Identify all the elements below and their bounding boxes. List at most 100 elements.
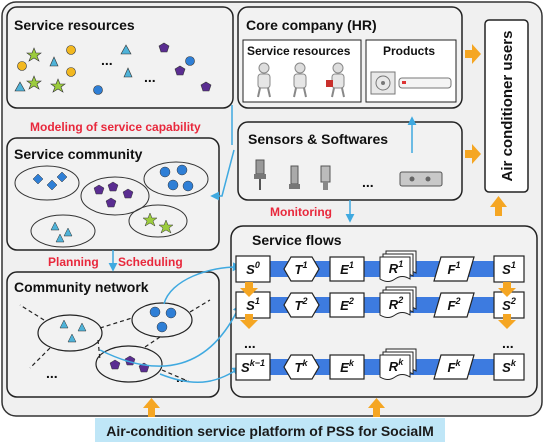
flow-letter: T	[295, 262, 304, 277]
flow-letter: R	[389, 261, 399, 276]
svg-text:E1: E1	[340, 260, 354, 277]
technician-icon	[257, 62, 271, 98]
flow-letter: S	[246, 262, 255, 277]
community-group	[80, 176, 150, 216]
flow-superscript: k	[455, 358, 461, 368]
resource-document	[379, 354, 411, 380]
svg-text:F2: F2	[448, 296, 461, 313]
purple-pentagon-icon	[158, 42, 170, 53]
service-resources-panel	[6, 6, 234, 109]
to-users-arrows	[465, 44, 507, 216]
flow-superscript: 1	[255, 296, 260, 306]
svg-text:Sk−1: Sk−1	[241, 358, 265, 375]
yellow-circle-icon	[66, 67, 76, 77]
yellow-circle-icon	[66, 45, 76, 55]
state-start-box	[235, 353, 271, 381]
teal-triangle-icon	[14, 81, 26, 92]
function-parallelogram	[433, 256, 475, 282]
network-ellipsis-2: ...	[176, 369, 188, 385]
flow-superscript: 2	[510, 296, 516, 306]
community-groups	[14, 161, 209, 248]
flow-superscript: k−1	[250, 358, 265, 368]
task-hexagon	[283, 256, 320, 282]
core-products-label: Products	[383, 44, 435, 58]
flow-down-arrows	[240, 282, 516, 329]
svg-text:Ek: Ek	[340, 358, 355, 375]
flow-letter: S	[502, 298, 511, 313]
state-end-box	[493, 353, 525, 381]
purple-pentagon-icon	[174, 65, 186, 76]
flow-superscript: 1	[511, 260, 516, 270]
technician-icon	[293, 62, 307, 98]
platform-label: Air-condition service platform of PSS fo…	[106, 423, 434, 439]
svg-text:E2: E2	[340, 296, 354, 313]
svg-text:T1: T1	[295, 260, 308, 277]
green-star-icon	[50, 78, 66, 93]
svg-text:T2: T2	[295, 296, 308, 313]
teal-triangle-icon	[123, 67, 133, 78]
sensor-icon-1	[254, 159, 266, 190]
community-group	[143, 161, 209, 197]
users-panel	[484, 19, 529, 193]
network-to-row1-arrow	[163, 262, 242, 305]
flow-superscript: 2	[454, 296, 460, 306]
service-flows-title: Service flows	[252, 232, 342, 248]
users-label: Air conditioner users	[499, 31, 516, 182]
flow-letter: F	[448, 262, 457, 277]
blue-circle-icon	[93, 85, 103, 95]
service-community-title: Service community	[14, 146, 143, 162]
event-box	[329, 256, 365, 282]
flow-letter: R	[389, 297, 399, 312]
resources-ellipsis-1: ...	[101, 52, 113, 68]
teal-triangle-icon	[49, 56, 59, 67]
flow-superscript: k	[511, 358, 517, 368]
core-service-resources-label: Service resources	[247, 44, 351, 58]
sensors-to-community-arrow	[210, 149, 235, 201]
svg-text:Rk: Rk	[389, 357, 404, 374]
core-company-title: Core company (HR)	[246, 17, 377, 33]
sensor-devices	[254, 159, 443, 190]
svg-text:R1: R1	[389, 259, 403, 276]
svg-text:R2: R2	[389, 295, 403, 312]
network-ellipsis-1: ...	[46, 365, 58, 381]
flow-letter: F	[448, 360, 457, 375]
resources-ellipsis-2: ...	[144, 69, 156, 85]
svg-text:S1: S1	[246, 296, 260, 313]
flow-letter: S	[502, 262, 511, 277]
purple-pentagon-icon	[200, 81, 212, 92]
community-group	[128, 204, 188, 238]
sensors-title: Sensors & Softwares	[248, 131, 388, 147]
task-hexagon	[283, 292, 320, 318]
network-shapes	[59, 306, 177, 373]
flow-letter: E	[340, 298, 349, 313]
flow-letter: T	[295, 298, 304, 313]
svg-text:F1: F1	[448, 260, 461, 277]
community-network-title: Community network	[14, 279, 149, 295]
network-to-row2-arrow	[99, 303, 242, 367]
flow-letter: E	[340, 262, 349, 277]
flow-letter: F	[448, 298, 457, 313]
flow-superscript: 1	[349, 260, 354, 270]
green-star-icon	[26, 47, 42, 62]
function-parallelogram	[433, 354, 475, 380]
resource-document	[379, 256, 411, 282]
flow-letter: T	[295, 360, 304, 375]
connector-arrows	[99, 105, 417, 384]
sensors-ellipsis: ...	[362, 174, 374, 190]
event-box	[329, 354, 365, 380]
flow-letter: S	[502, 360, 511, 375]
flow-letter: S	[241, 360, 250, 375]
modeling-label: Modeling of service capability	[30, 120, 201, 134]
flow-letter: R	[389, 359, 399, 374]
resource-document	[379, 292, 411, 318]
technician-icon	[326, 62, 345, 98]
flow-superscript: 0	[255, 260, 260, 270]
service-resources-title: Service resources	[14, 17, 135, 33]
task-hexagon	[283, 354, 320, 380]
community-shapes	[32, 164, 194, 243]
flow-ellipsis-left: ...	[244, 335, 256, 351]
flow-superscript: 2	[301, 296, 307, 306]
yellow-circle-icon	[17, 61, 27, 71]
